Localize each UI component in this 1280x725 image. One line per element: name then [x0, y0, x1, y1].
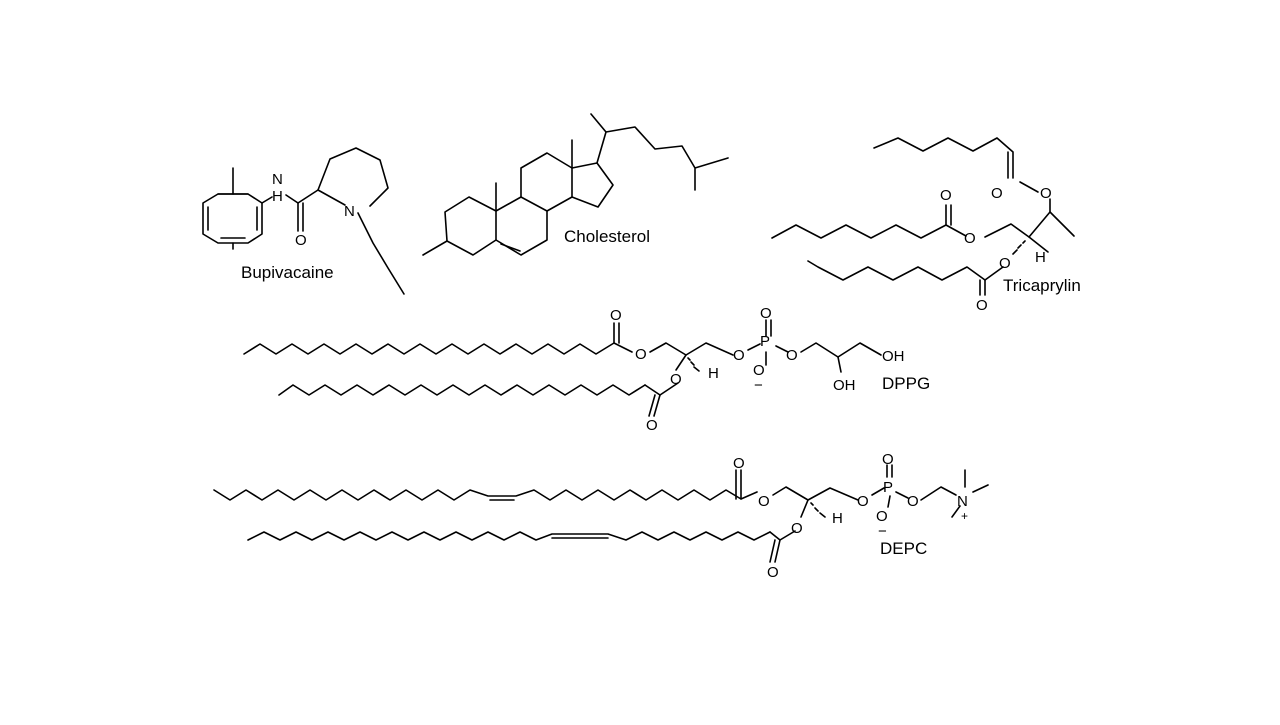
dppg-negative-charge: − — [754, 377, 763, 394]
dppg-anionic-oxygen-label: O — [753, 362, 765, 379]
ester-oxygen-middle-label: O — [964, 230, 976, 247]
bupivacaine-structure: N H O N Bupivacaine — [202, 147, 405, 295]
carbonyl-oxygen-top-label: O — [991, 185, 1003, 202]
depc-carbonyl-oxygen-1-label: O — [733, 455, 745, 472]
carbonyl-oxygen-middle-label: O — [940, 187, 952, 204]
cholesterol-name: Cholesterol — [564, 227, 650, 246]
depc-ester-oxygen-2-label: O — [791, 520, 803, 537]
depc-phosphate-oxygen-2-label: O — [907, 493, 919, 510]
dppg-stereocenter-hydrogen-label: H — [708, 365, 719, 382]
dppg-hydroxyl-2-label: OH — [833, 377, 856, 394]
ester-oxygen-bottom-label: O — [999, 255, 1011, 272]
depc-negative-charge: − — [878, 523, 887, 540]
nh-nitrogen-label: N — [272, 171, 283, 188]
depc-phosphate-oxygen-1-label: O — [857, 493, 869, 510]
stereocenter-hydrogen-label: H — [1035, 249, 1046, 266]
dppg-hydroxyl-1-label: OH — [882, 348, 905, 365]
dppg-name: DPPG — [882, 374, 930, 393]
dppg-phosphate-oxygen-2-label: O — [786, 347, 798, 364]
dppg-ester-oxygen-2-label: O — [670, 371, 682, 388]
dppg-carbonyl-oxygen-1-label: O — [610, 307, 622, 324]
cholesterol-structure: Cholesterol — [422, 113, 729, 256]
piperidine-nitrogen-label: N — [344, 203, 355, 220]
depc-stereocenter-hydrogen-label: H — [832, 510, 843, 527]
nh-hydrogen-label: H — [272, 188, 283, 205]
dppg-phosphate-oxygen-1-label: O — [733, 347, 745, 364]
depc-ammonium-nitrogen-label: N — [957, 493, 968, 510]
depc-carbonyl-oxygen-2-label: O — [767, 564, 779, 581]
tricaprylin-structure: O O O O O O H Tricaprylin — [771, 137, 1081, 314]
dppg-phosphorus-label: P — [760, 333, 770, 350]
carbonyl-oxygen-label: O — [295, 232, 307, 249]
carbonyl-oxygen-bottom-label: O — [976, 297, 988, 314]
depc-anionic-oxygen-label: O — [876, 508, 888, 525]
dppg-phosphoryl-oxygen-label: O — [760, 305, 772, 322]
depc-name: DEPC — [880, 539, 927, 558]
dppg-ester-oxygen-1-label: O — [635, 346, 647, 363]
depc-phosphorus-label: P — [883, 479, 893, 496]
depc-positive-charge: + — [961, 509, 968, 523]
depc-structure: O O O O H O O P O − O N + DEPC — [213, 451, 989, 581]
bupivacaine-name: Bupivacaine — [241, 263, 334, 282]
depc-phosphoryl-oxygen-label: O — [882, 451, 894, 468]
dppg-structure: O O O O H O O P O − O OH OH DPPG — [243, 305, 930, 434]
tricaprylin-name: Tricaprylin — [1003, 276, 1081, 295]
dppg-carbonyl-oxygen-2-label: O — [646, 417, 658, 434]
ester-oxygen-top-label: O — [1040, 185, 1052, 202]
depc-ester-oxygen-1-label: O — [758, 493, 770, 510]
